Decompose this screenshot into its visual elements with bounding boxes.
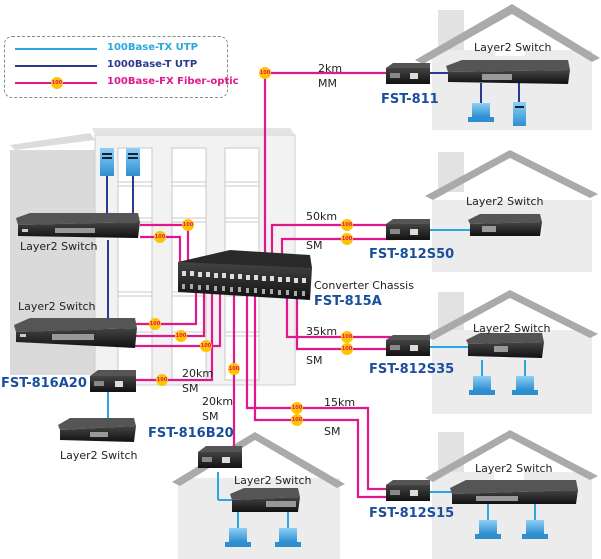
media-converter-fst811[interactable] xyxy=(386,63,430,84)
fiber-badge-icon: 100 xyxy=(228,363,240,375)
distance-label-fst812s35: 35km xyxy=(306,325,338,338)
fiber-badge-icon: 100 xyxy=(341,343,353,355)
fiber-link-fst812s35-b xyxy=(295,290,395,351)
distance-label-fst812s15: 15km xyxy=(324,396,356,409)
pc-icon xyxy=(469,376,495,395)
building-top-switch-device[interactable] xyxy=(16,213,140,238)
building-bottom-switch-label: Layer2 Switch xyxy=(18,300,96,313)
chassis-name-label: Converter Chassis xyxy=(314,279,414,292)
model-label-fst812s15: FST-812S15 xyxy=(369,506,455,521)
fiber-badge-icon: 100 xyxy=(291,402,303,414)
pc-icon xyxy=(512,376,538,395)
distance-label-fst816a20: 20km xyxy=(182,367,214,380)
fiber-badge-icon: 100 xyxy=(154,231,166,243)
media-converter-fst816a20[interactable] xyxy=(90,370,136,392)
legend: 100Base-TX UTP 1000Base-T UTP 100 100Bas… xyxy=(4,36,239,98)
legend-label: 1000Base-T UTP xyxy=(107,59,198,70)
mode-label-fst812s50: SM xyxy=(306,239,323,252)
media-converter-fst812s50[interactable] xyxy=(386,219,430,240)
fiber-badge-icon: 100 xyxy=(341,219,353,231)
model-label-fst812s50: FST-812S50 xyxy=(369,247,455,262)
building-bottom-switch-device[interactable] xyxy=(14,318,137,348)
distance-label-fst816b20: 20km xyxy=(202,395,234,408)
distance-label-fst811: 2km xyxy=(318,62,343,75)
house-fst812s50 xyxy=(425,150,598,272)
building-top-switch-label: Layer2 Switch xyxy=(20,240,98,253)
fiber-badge-icon: 100 xyxy=(156,374,168,386)
legend-line-100base-tx xyxy=(15,48,97,50)
switch-label-fst811: Layer2 Switch xyxy=(474,41,552,54)
converter-chassis-device[interactable] xyxy=(178,250,312,300)
media-converter-fst812s15[interactable] xyxy=(386,480,430,501)
fiber-link-bottom-switch-c xyxy=(135,290,222,348)
mode-label-fst812s15: SM xyxy=(324,425,341,438)
fiber-badge-icon: 100 xyxy=(291,414,303,426)
fiber-link-fst812s15-b xyxy=(253,290,395,499)
utp-1000-links xyxy=(106,72,520,320)
fiber-link-fst812s15-a xyxy=(245,290,395,491)
fiber-badge-icon: 100 xyxy=(182,219,194,231)
model-label-fst816b20: FST-816B20 xyxy=(148,426,234,441)
fiber-badge-icon: 100 xyxy=(51,77,63,89)
model-label-fst812s35: FST-812S35 xyxy=(369,362,455,377)
switch-label-fst812s15: Layer2 Switch xyxy=(475,462,553,475)
fiber-badge-icon: 100 xyxy=(259,67,271,79)
legend-label: 100Base-TX UTP xyxy=(107,42,198,53)
switch-fst816b20-site[interactable] xyxy=(230,488,300,512)
fiber-link-bottom-switch-b xyxy=(135,290,206,338)
legend-label: 100Base-FX Fiber-optic xyxy=(107,76,239,87)
switch-fst816a20-site[interactable] xyxy=(58,418,136,442)
fiber-link-fst812s35-a xyxy=(285,290,395,339)
fiber-badge-icon: 100 xyxy=(175,330,187,342)
legend-line-1000base-t xyxy=(15,65,97,67)
fiber-badge-icon: 100 xyxy=(341,331,353,343)
mode-label-fst816a20: SM xyxy=(182,382,199,395)
legend-item-100base-tx: 100Base-TX UTP xyxy=(5,42,227,56)
switch-fst812s15-site[interactable] xyxy=(450,480,578,504)
fiber-badge-icon: 100 xyxy=(149,318,161,330)
model-label-fst811: FST-811 xyxy=(381,92,439,107)
chassis-model-label: FST-815A xyxy=(314,294,382,309)
server-icon xyxy=(126,148,140,176)
media-converter-fst812s35[interactable] xyxy=(386,335,430,356)
mode-label-fst811: MM xyxy=(318,77,337,90)
pc-icon xyxy=(468,103,494,122)
fiber-link-top-switch-b xyxy=(140,235,182,262)
media-converter-fst816b20[interactable] xyxy=(198,446,242,468)
distance-label-fst812s50: 50km xyxy=(306,210,338,223)
switch-label-fst816b20: Layer2 Switch xyxy=(234,474,312,487)
fiber-badge-icon: 100 xyxy=(200,340,212,352)
pc-icon xyxy=(522,520,548,539)
pc-icon xyxy=(225,528,251,547)
switch-label-fst812s35: Layer2 Switch xyxy=(473,322,551,335)
fiber-badge-icon: 100 xyxy=(341,233,353,245)
fiber-link-fst812s50-a xyxy=(270,223,395,262)
server-icon xyxy=(100,148,114,176)
legend-item-1000base-t: 1000Base-T UTP xyxy=(5,59,227,73)
server-icon xyxy=(513,102,526,126)
switch-fst812s50-site[interactable] xyxy=(468,214,542,236)
switch-fst811-site[interactable] xyxy=(446,60,570,84)
utp-100-links xyxy=(107,229,536,528)
pc-icon xyxy=(475,520,501,539)
legend-item-100base-fx: 100 100Base-FX Fiber-optic xyxy=(5,76,239,90)
switch-label-fst812s50: Layer2 Switch xyxy=(466,195,544,208)
mode-label-fst816b20: SM xyxy=(202,410,219,423)
pc-icon xyxy=(275,528,301,547)
switch-fst812s35-site[interactable] xyxy=(466,333,544,358)
model-label-fst816a20: FST-816A20 xyxy=(1,376,87,391)
switch-label-fst816a20: Layer2 Switch xyxy=(60,449,138,462)
mode-label-fst812s35: SM xyxy=(306,354,323,367)
